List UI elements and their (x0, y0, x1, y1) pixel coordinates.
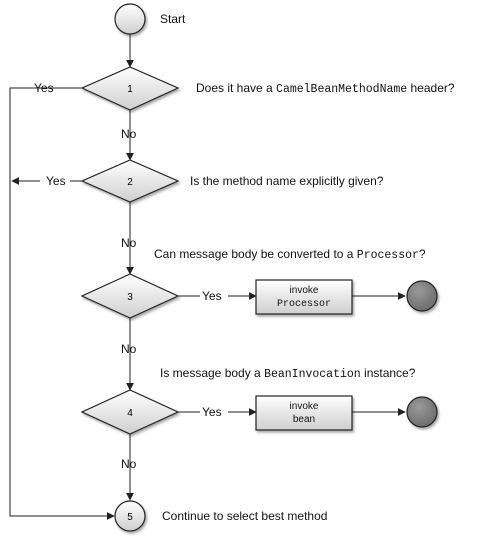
action-invoke-bean-box (255, 395, 353, 431)
decision-4-question-prefix: Is message body a (160, 366, 264, 380)
decision-4-diamond (80, 389, 180, 435)
decision-1-number: 1 (127, 84, 133, 95)
decision-1-question-prefix: Does it have a (196, 81, 276, 95)
decision-1-no-label: No (121, 127, 137, 141)
decision-1-yes-label: Yes (34, 81, 54, 95)
action-invoke-processor-line1: invoke (290, 285, 319, 296)
start-label: Start (160, 12, 186, 26)
decision-3-yes-label: Yes (202, 289, 222, 303)
decision-3-question-prefix: Can message body be converted to a (154, 247, 357, 261)
decision-4-yes-label: Yes (202, 405, 222, 419)
decision-3-question-suffix: ? (419, 247, 426, 261)
decision-1-question: Does it have a CamelBeanMethodName heade… (196, 81, 455, 96)
decision-2-number: 2 (127, 177, 133, 188)
edges (9, 34, 406, 520)
final-circle (114, 500, 146, 532)
decision-3-question-code: Processor (357, 249, 419, 262)
action-invoke-bean-line1: invoke (290, 401, 319, 412)
decision-1-diamond (80, 66, 180, 111)
decision-2-diamond (80, 159, 180, 203)
action-invoke-processor-line2: Processor (277, 299, 331, 310)
decision-4-question: Is message body a BeanInvocation instanc… (160, 366, 416, 381)
start-node: Start (114, 3, 186, 35)
decision-3: Can message body be converted to a Proce… (80, 247, 438, 356)
decision-1: 1 Does it have a CamelBeanMethodName hea… (34, 66, 455, 141)
edge-d1-yes-to-final (9, 87, 115, 520)
final-number: 5 (127, 512, 133, 523)
final-label: Continue to select best method (162, 509, 327, 523)
decision-2-no-label: No (121, 236, 137, 250)
decision-4-question-suffix: instance? (361, 366, 416, 380)
end-node-processor (406, 280, 438, 312)
end-node-bean (406, 396, 438, 428)
decision-3-no-label: No (121, 342, 137, 356)
final-node: 5 Continue to select best method (114, 500, 327, 532)
decision-4: Is message body a BeanInvocation instanc… (80, 366, 438, 471)
decision-3-diamond (80, 273, 180, 319)
decision-1-question-code: CamelBeanMethodName (276, 83, 407, 96)
decision-3-number: 3 (127, 292, 133, 303)
decision-4-no-label: No (121, 457, 137, 471)
start-circle (114, 3, 146, 35)
decision-4-question-code: BeanInvocation (264, 368, 361, 381)
action-invoke-processor-box (255, 279, 353, 315)
decision-3-question: Can message body be converted to a Proce… (154, 247, 426, 262)
action-invoke-bean-line2: bean (293, 414, 315, 425)
decision-2: 2 Is the method name explicitly given? Y… (46, 159, 384, 250)
decision-2-yes-label: Yes (46, 174, 66, 188)
decision-2-question: Is the method name explicitly given? (190, 174, 384, 188)
decision-1-question-suffix: header? (407, 81, 455, 95)
decision-2-question-prefix: Is the method name explicitly given? (190, 174, 384, 188)
decision-4-number: 4 (127, 408, 133, 419)
